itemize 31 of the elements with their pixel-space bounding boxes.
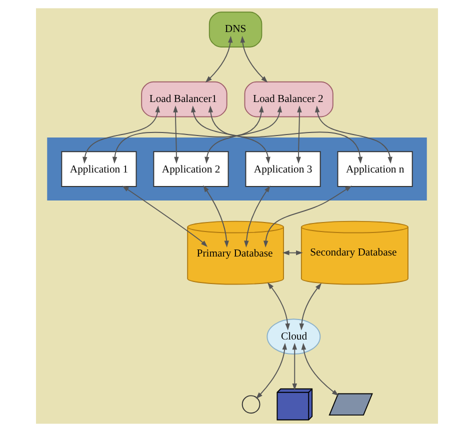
arrow <box>173 106 179 164</box>
arrow <box>190 106 270 164</box>
arrow <box>208 106 363 164</box>
arrow <box>301 342 339 396</box>
node-box: Application n <box>337 151 413 187</box>
arrow <box>282 250 303 256</box>
node-box: Load Balancer 2 <box>244 81 334 118</box>
arrow <box>263 186 352 248</box>
node-person <box>242 395 260 414</box>
arrow <box>244 186 270 248</box>
node-ellipse: Cloud <box>266 318 321 355</box>
node-box: Load Balancer1 <box>141 81 228 118</box>
arrow <box>240 36 268 83</box>
arrow <box>82 106 160 164</box>
arrow <box>204 106 282 164</box>
node-box: Application 2 <box>153 151 229 187</box>
node-box: Application 3 <box>245 151 321 187</box>
node-box: DNS <box>208 12 262 48</box>
cluster <box>47 138 427 200</box>
node-laptop <box>328 393 373 416</box>
arrow <box>205 36 233 83</box>
arrow <box>296 106 302 164</box>
arrow <box>267 282 290 330</box>
arrow <box>292 342 298 390</box>
arrow <box>122 186 208 248</box>
arrow <box>314 106 392 164</box>
node-box: Application 1 <box>61 151 137 187</box>
arrow <box>112 106 264 164</box>
arrow <box>203 185 229 248</box>
arrow <box>299 283 322 330</box>
arrow <box>256 342 287 399</box>
